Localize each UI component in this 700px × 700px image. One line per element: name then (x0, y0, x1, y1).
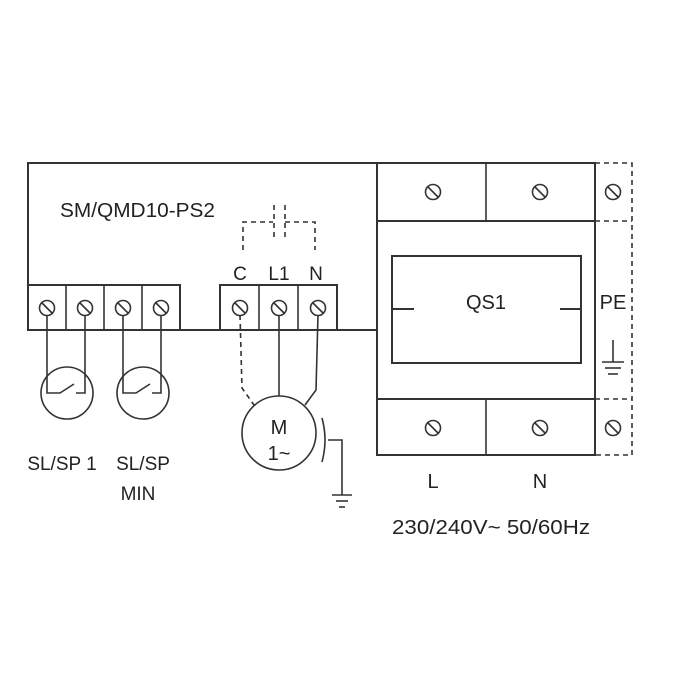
screw-terminal-icon (231, 299, 249, 317)
screw-terminal-icon (152, 299, 170, 317)
controller-model-label: SM/QMD10-PS2 (60, 200, 215, 222)
qs1-label: QS1 (466, 292, 506, 314)
ground-icon (332, 494, 352, 508)
controller-box: SM/QMD10-PS2 C L1 N (27, 162, 377, 331)
supply-voltage-label: 230/240V~ 50/60Hz (392, 517, 590, 539)
screw-terminal-icon (76, 299, 94, 317)
terminal-label-l: L (427, 471, 438, 493)
screw-terminal-icon (270, 299, 288, 317)
sensor-sl-sp-min: SL/SP MIN (116, 315, 170, 505)
terminal-label-c: C (233, 264, 247, 285)
screw-terminal-icon (604, 419, 622, 437)
screw-terminal-icon (309, 299, 327, 317)
screw-terminal-icon (114, 299, 132, 317)
terminal-label-n: N (533, 471, 547, 493)
screw-terminal-icon (604, 183, 622, 201)
terminal-label-n: N (309, 264, 323, 285)
screw-terminal-icon (424, 183, 442, 201)
sensor-sl-sp-1: SL/SP 1 (27, 315, 97, 475)
isolator-switch-qs1: QS1 PE L N 230/240V~ 50/60Hz (376, 162, 633, 539)
screw-terminal-icon (38, 299, 56, 317)
ground-icon (602, 340, 624, 375)
motor-label-phase: 1~ (268, 443, 291, 465)
screw-terminal-icon (531, 419, 549, 437)
sensor-label: SL/SP (116, 454, 170, 475)
terminal-label-l1: L1 (268, 264, 289, 285)
screw-terminal-icon (531, 183, 549, 201)
pe-label: PE (600, 292, 627, 314)
motor-icon: M 1~ (239, 314, 352, 508)
capacitor-icon (242, 205, 316, 250)
sensor-label-min: MIN (121, 484, 156, 505)
motor-label-m: M (271, 417, 288, 439)
sensor-label: SL/SP 1 (27, 454, 96, 475)
screw-terminal-icon (424, 419, 442, 437)
